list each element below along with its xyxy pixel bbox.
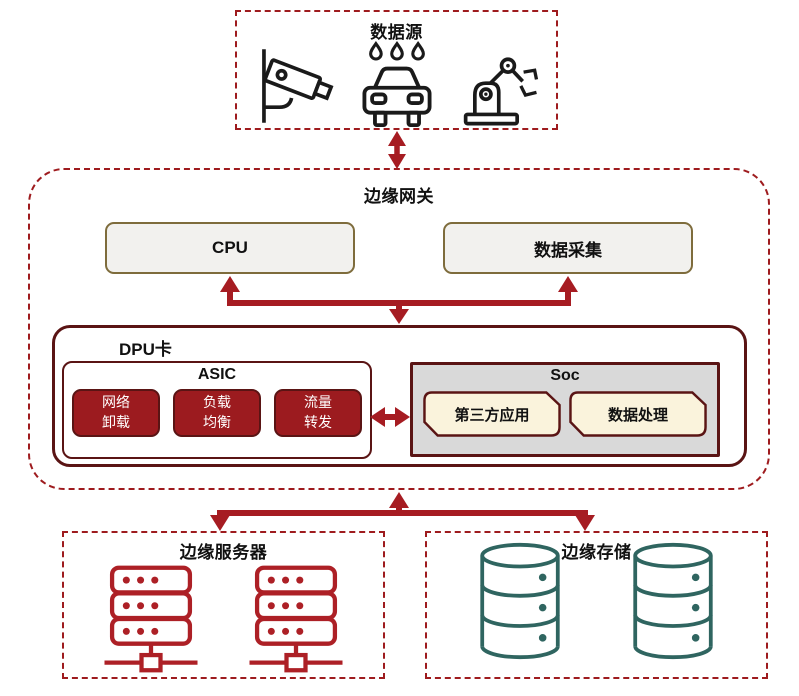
- database-cylinder-icon: [622, 541, 724, 666]
- cpu-label: CPU: [212, 238, 248, 257]
- soc-app-thirdparty: 第三方应用: [423, 391, 561, 437]
- database-cylinder-icon: [469, 541, 571, 666]
- soc-app-dataprocess: 数据处理: [569, 391, 707, 437]
- data-collection-label: 数据采集: [534, 240, 602, 260]
- asic-module-label: 网络: [102, 394, 130, 411]
- server-rack-icon: [92, 563, 210, 680]
- asic-module-traffic-forward: 流量 转发: [274, 389, 362, 437]
- asic-box: ASIC 网络 卸载 负载 均衡 流量 转发: [62, 361, 372, 459]
- asic-module-label: 负载: [203, 394, 231, 411]
- cpu-module-box: CPU: [105, 222, 355, 274]
- asic-module-label: 均衡: [203, 414, 231, 430]
- arrow-datasource-gateway: [388, 131, 406, 169]
- dpu-title: DPU卡: [119, 340, 172, 359]
- soc-app-thirdparty-label: 第三方应用: [454, 406, 530, 424]
- soc-app-dataprocess-label: 数据处理: [607, 406, 668, 424]
- datasource-group-box: 数据源: [235, 10, 558, 130]
- soc-title: Soc: [550, 367, 580, 384]
- edge-storage-group-box: 边缘存储: [425, 531, 768, 679]
- data-collection-module-box: 数据采集: [443, 222, 693, 274]
- cctv-camera-icon: [252, 44, 344, 133]
- edge-servers-title: 边缘服务器: [179, 543, 268, 562]
- asic-module-label: 流量: [304, 394, 332, 411]
- gateway-title: 边缘网关: [364, 187, 434, 206]
- robot-arm-icon: [450, 42, 542, 133]
- asic-title: ASIC: [197, 366, 237, 383]
- asic-module-load-balance: 负载 均衡: [173, 389, 261, 437]
- asic-module-network-offload: 网络 卸载: [72, 389, 160, 437]
- car-wash-icon: [349, 36, 445, 133]
- server-rack-icon: [237, 563, 355, 680]
- asic-module-label: 卸载: [102, 414, 130, 430]
- edge-servers-group-box: 边缘服务器: [62, 531, 385, 679]
- arrow-gateway-servers-storage: [210, 492, 595, 531]
- soc-box: Soc 第三方应用 数据处理: [410, 362, 720, 457]
- asic-module-label: 转发: [304, 414, 332, 430]
- edge-storage-title: 边缘存储: [561, 543, 632, 562]
- datasource-title: 数据源: [370, 23, 423, 42]
